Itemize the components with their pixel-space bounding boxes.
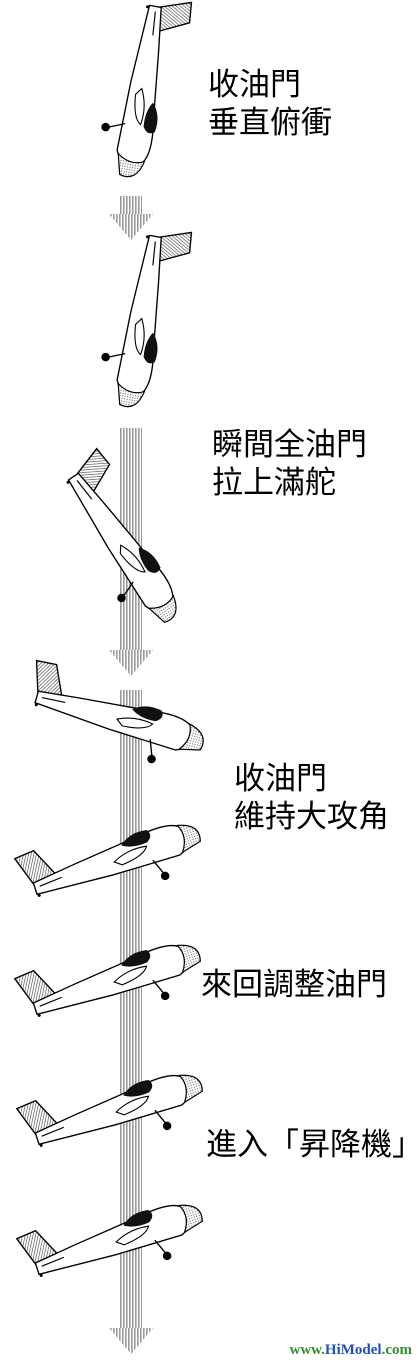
arrow-head-2 — [109, 650, 153, 676]
caption-step-2-line-2: 拉上滿舵 — [212, 465, 336, 501]
plane-vertical-dive-2 — [92, 220, 194, 414]
caption-step-3: 收油門 維持大攻角 — [234, 760, 389, 836]
caption-step-3-line-1: 收油門 — [234, 761, 327, 797]
caption-step-2-line-1: 瞬間全油門 — [212, 427, 367, 463]
watermark-suffix: .com — [381, 1342, 412, 1358]
watermark-prefix: www. — [289, 1342, 325, 1358]
caption-step-5-line-1: 進入「昇降機」 — [206, 1127, 420, 1163]
caption-step-1: 收油門 垂直俯衝 — [208, 66, 332, 142]
caption-step-1-line-2: 垂直俯衝 — [208, 105, 332, 141]
arrow-shaft-1 — [120, 196, 142, 216]
plane-elevator-1 — [13, 799, 211, 924]
watermark-brand: HiModel — [324, 1342, 382, 1358]
plane-elevator-2 — [13, 919, 211, 1044]
plane-elevator-4 — [15, 1179, 213, 1304]
caption-step-4-line-1: 來回調整油門 — [201, 967, 387, 1003]
arrow-head-3 — [109, 1328, 153, 1354]
caption-step-4: 來回調整油門 — [201, 966, 387, 1004]
plane-elevator-3 — [15, 1049, 213, 1174]
plane-vertical-dive-1 — [92, 0, 194, 184]
caption-step-3-line-2: 維持大攻角 — [234, 799, 389, 835]
watermark: www.HiModel.com — [290, 1342, 413, 1359]
caption-step-1-line-1: 收油門 — [208, 67, 301, 103]
caption-step-2: 瞬間全油門 拉上滿舵 — [212, 426, 367, 502]
caption-step-5: 進入「昇降機」 — [206, 1126, 420, 1164]
plane-high-alpha — [17, 658, 214, 777]
